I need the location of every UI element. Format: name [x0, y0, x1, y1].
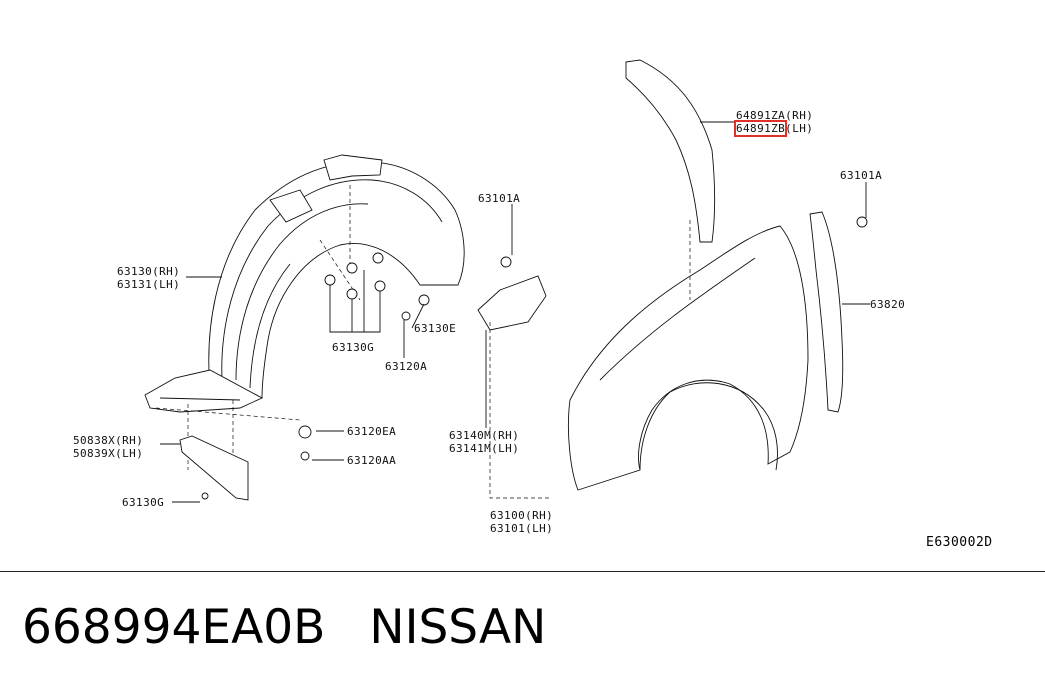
clip-fasteners	[201, 216, 868, 500]
label-63130g-low: 63130G	[122, 496, 165, 509]
caption-part-number: 668994EA0B	[22, 600, 326, 655]
label-64891zb-side: (LH)	[785, 122, 814, 135]
label-63101a-left: 63101A	[478, 192, 521, 205]
caption: 668994EA0B NISSAN	[22, 598, 590, 658]
fender-liner-illustration	[144, 154, 465, 470]
fender-protector-illustration	[809, 211, 844, 413]
label-63140m: 63140M(RH)	[449, 429, 520, 442]
parts-diagram	[144, 59, 870, 503]
leader-lines	[160, 121, 870, 503]
fender-bracket-illustration	[477, 275, 547, 331]
label-50838x: 50838X(RH)	[73, 434, 144, 447]
label-64891zb: 64891ZB(LH)	[733, 120, 814, 137]
label-63101a-right: 63101A	[840, 169, 883, 182]
label-50839x: 50839X(LH)	[73, 447, 144, 460]
front-fender-illustration	[489, 225, 809, 499]
label-63120ea: 63120EA	[347, 425, 397, 438]
label-63120aa: 63120AA	[347, 454, 397, 467]
splash-shield-illustration	[179, 435, 249, 501]
label-63101: 63101(LH)	[490, 522, 554, 535]
label-63120a: 63120A	[385, 360, 428, 373]
caption-brand: NISSAN	[369, 600, 547, 655]
label-63131: 63131(LH)	[117, 278, 181, 291]
label-64891za: 64891ZA(RH)	[736, 109, 814, 122]
fender-seal-illustration	[625, 59, 716, 243]
divider-line	[0, 571, 1045, 572]
label-63130e: 63130E	[414, 322, 457, 335]
label-63130: 63130(RH)	[117, 265, 181, 278]
label-63130g-mid: 63130G	[332, 341, 375, 354]
label-63100: 63100(RH)	[490, 509, 554, 522]
label-63141m: 63141M(LH)	[449, 442, 520, 455]
highlighted-part-number: 64891ZB	[733, 120, 788, 137]
figure-code: E630002D	[926, 535, 993, 550]
label-63820: 63820	[870, 298, 906, 311]
